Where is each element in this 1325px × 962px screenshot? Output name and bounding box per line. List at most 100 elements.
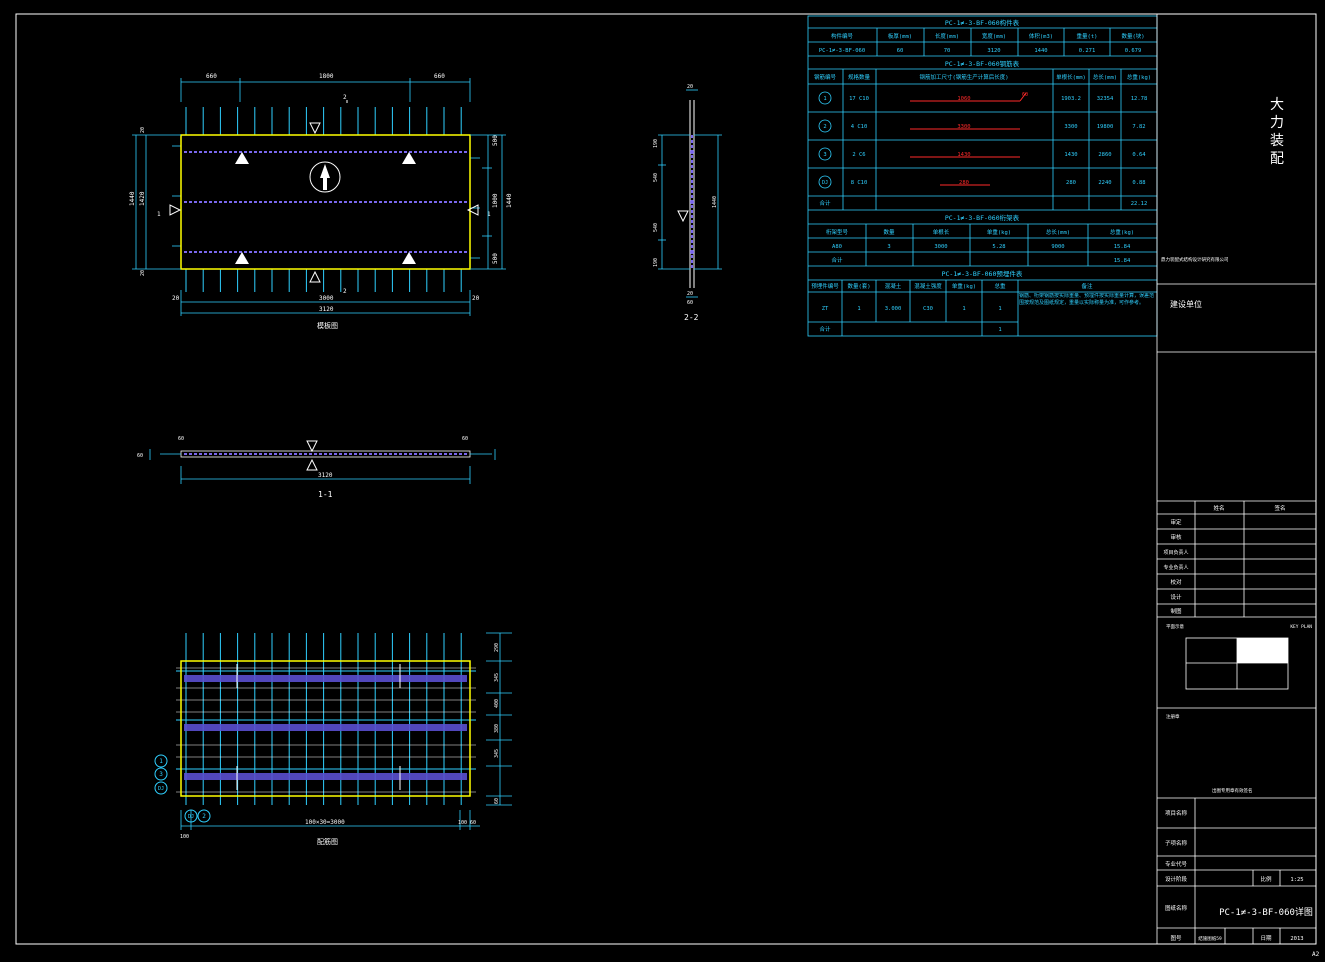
svg-text:总长(mm): 总长(mm) [1046,228,1070,236]
svg-text:0.64: 0.64 [1132,152,1146,158]
sec22-dim-left-3: 540 [653,223,659,232]
rebar-view-label: 配筋图 [317,837,338,846]
drawing-name-label: 图纸名称 [1165,904,1188,912]
svg-text:19800: 19800 [1097,124,1114,130]
plan-dim-bottom-total: 3000 [319,295,334,302]
plan-lifting-point-icons [235,152,416,264]
truss-table: PC-1≠-3-BF-060桁架表 桁架型号 数量 单根长 单重(kg) 总长(… [826,213,1134,264]
section-marker-icon [677,210,689,223]
rebar-dim-bottom-left: 100 [180,834,189,840]
plan-view-label: 模板图 [317,321,338,330]
company-logo-text: 大 力装 配 [1270,97,1284,166]
svg-text:5.28: 5.28 [992,244,1005,250]
sec11-dim-thick: 60 [137,453,143,459]
truss-table-title: PC-1≠-3-BF-060桁架表 [945,213,1020,222]
sec11-dim-left: 60 [178,436,184,442]
plan-dim-top-left: 660 [206,73,217,80]
plan-dim-left-small: 20 [140,270,146,276]
svg-text:单重(kg): 单重(kg) [987,228,1011,236]
plan-dim-top-right: 660 [434,73,445,80]
svg-text:体积(m3): 体积(m3) [1029,32,1053,40]
svg-text:总重(kg): 总重(kg) [1127,73,1151,81]
rebar-dim-right-6: 60 [494,798,500,804]
key-plan-label: 平面示意 [1166,623,1184,630]
section-marker-icon [169,204,182,216]
title-block [1156,14,1316,944]
rebar-dim-bottom-mid: 100×30=3000 [305,819,345,826]
lifting-point-icon [235,252,249,264]
svg-text:钢筋编号: 钢筋编号 [814,73,837,81]
title-block-text: 大 力装 配 鼎力装配式结构设计研究有限公司 建设单位 姓名 签名 审定 审核 … [1161,97,1313,942]
section-marker-icon [309,122,321,135]
scale-value: 1:25 [1290,877,1303,883]
svg-text:2240: 2240 [1098,180,1111,186]
svg-text:备注: 备注 [1081,282,1093,290]
rebar-view: 290 345 400 380 345 60 100 100×30=3000 1… [154,632,512,846]
date-label: 日期 [1260,935,1272,942]
plan-right-dimensions [470,134,506,270]
plan-dim-right-total: 1440 [506,193,513,208]
svg-text:C30: C30 [923,306,933,312]
rebar-row-1: 1 17 C10 1060 60 1903.2 32354 12.78 [818,91,1147,105]
svg-text:单根长(mm): 单根长(mm) [1056,73,1086,81]
sec22-dim-bottom2: 60 [687,300,693,306]
svg-text:1060: 1060 [957,96,970,102]
stamp-label: 注册章 [1166,713,1180,720]
svg-text:桁架型号: 桁架型号 [826,228,849,236]
corner-mark: A2 [1312,951,1320,958]
sign-row: 专业负责人 [1163,564,1188,571]
sign-row: 校对 [1170,578,1182,586]
rebar-tag-left-3: 3 [154,767,168,781]
section-marker-icon [306,440,318,453]
key-plan-highlight [1237,638,1288,663]
svg-text:1: 1 [998,327,1001,333]
project-row: 子项名称 [1165,839,1188,847]
plan-dim-right-1: 500 [492,135,499,146]
plan-left-dimensions [132,134,181,270]
section-2-2-label: 2-2 [684,313,699,322]
svg-text:合计: 合计 [819,199,831,207]
rebar-tag-bottom-2: 2 [197,809,211,823]
svg-text:7.82: 7.82 [1132,124,1145,130]
svg-text:数量: 数量 [883,228,895,236]
svg-text:单重(kg): 单重(kg) [952,282,976,290]
rebar-tag-bottom-dj: DJ [184,809,198,823]
unit-label: 建设单位 [1170,299,1202,309]
svg-text:宽度(mm): 宽度(mm) [982,32,1006,40]
member-table-title: PC-1≠-3-BF-060构件表 [945,18,1020,27]
svg-text:3.000: 3.000 [885,306,902,312]
embed-table-title: PC-1≠-3-BF-060预埋件表 [942,269,1023,278]
date-value: 2013 [1290,936,1303,942]
number-value: 结施图纸59 [1198,935,1222,942]
svg-text:总长(mm): 总长(mm) [1093,73,1117,81]
svg-text:32354: 32354 [1097,96,1114,102]
section-mark-label: 1 [157,211,161,218]
plan-top-rebar-ends [172,107,480,259]
section-1-1-view: 60 60 60 3120 1-1 [137,436,496,499]
svg-text:合计: 合计 [819,325,831,333]
rebar-dim-right-2: 345 [494,673,500,682]
svg-text:1: 1 [962,306,965,312]
rebar-dim-right-4: 380 [494,724,500,733]
plan-bottom-rebar-ends [185,269,462,292]
svg-text:0.88: 0.88 [1132,180,1145,186]
svg-text:4 C10: 4 C10 [851,124,868,130]
sec22-dim-left-2: 540 [653,173,659,182]
svg-text:15.84: 15.84 [1114,244,1131,250]
section-mark-label: 2 [343,94,347,101]
svg-text:3300: 3300 [957,124,970,130]
svg-text:3120: 3120 [987,48,1000,54]
plan-dim-right-3: 500 [492,253,499,264]
svg-text:2: 2 [823,124,826,130]
section-marker-icon [466,204,479,216]
rebar-truss-lines [184,675,467,780]
stamp-sub: 出图专用章有效签名 [1212,787,1253,794]
svg-text:总重(kg): 总重(kg) [1110,228,1134,236]
svg-text:3300: 3300 [1064,124,1077,130]
svg-text:8 C10: 8 C10 [851,180,868,186]
plan-bottom-dimensions [180,290,471,316]
svg-text:1430: 1430 [957,152,970,158]
svg-text:签名: 签名 [1274,504,1285,512]
drawing-name: PC-1≠-3-BF-060详图 [1219,906,1313,918]
svg-text:混凝土强度: 混凝土强度 [914,282,942,290]
